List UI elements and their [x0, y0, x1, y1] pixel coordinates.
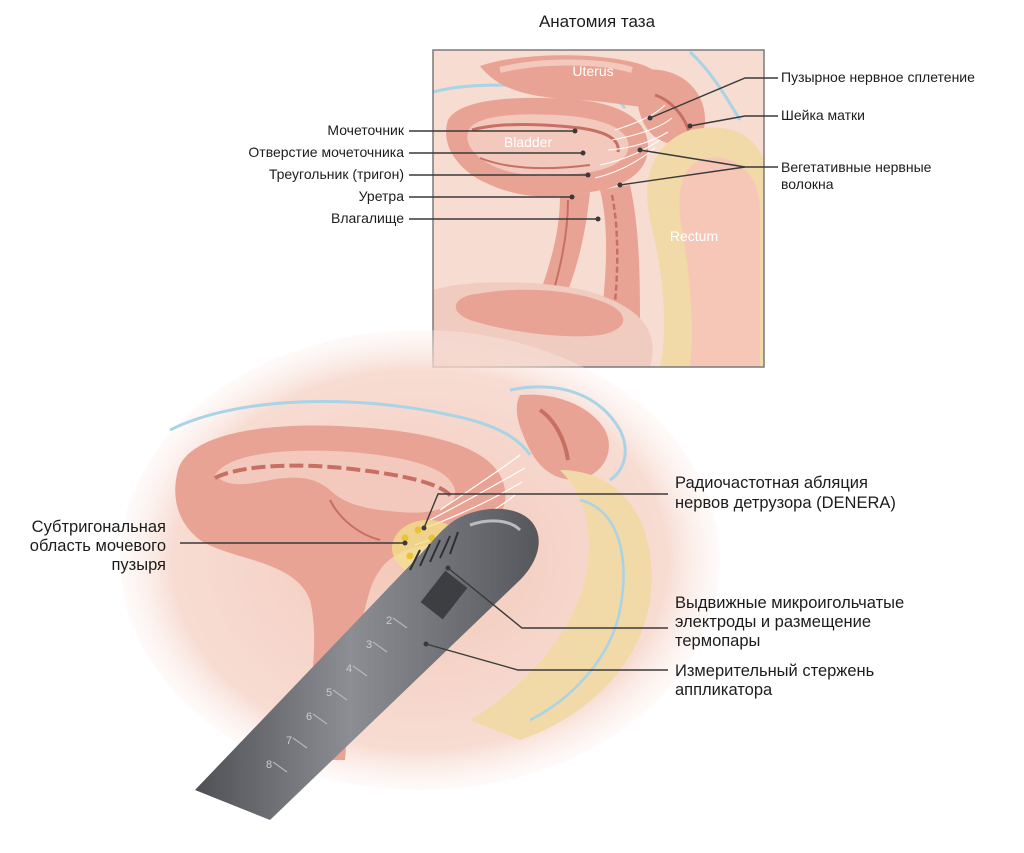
- label-ureter-orifice: Отверстие мочеточника: [248, 144, 404, 160]
- label-ureter: Мочеточник: [327, 122, 404, 138]
- bladder-label: Bladder: [504, 134, 553, 150]
- main-illustration: [120, 330, 720, 820]
- label-ablation-1: Радиочастотная абляция: [675, 474, 868, 492]
- inset-rectum: [647, 127, 764, 367]
- label-vesical-plexus: Пузырное нервное сплетение: [781, 69, 975, 85]
- inset-panel: [432, 49, 765, 368]
- label-shaft-2: аппликатора: [675, 681, 773, 699]
- label-electrodes-3: термопары: [675, 632, 761, 650]
- shaft-mark-3: 3: [366, 639, 372, 651]
- uterus-label: Uterus: [572, 63, 613, 79]
- shaft-mark-2: 2: [386, 615, 392, 627]
- applicator-probe: [195, 508, 539, 820]
- label-vagina: Влагалище: [330, 210, 404, 226]
- label-trigone: Треугольник (тригон): [268, 166, 404, 182]
- main-bladder: [175, 425, 506, 760]
- label-subtrigonal-2: область мочевого: [29, 537, 166, 555]
- label-subtrigonal-1: Субтригональная: [31, 518, 166, 536]
- shaft-mark-5: 5: [326, 687, 332, 699]
- label-electrodes-2: электроды и размещение: [675, 613, 872, 631]
- shaft-mark-7: 7: [286, 735, 292, 747]
- label-cervix: Шейка матки: [781, 107, 866, 123]
- label-autonomic-fibers-1: Вегетативные нервные: [781, 159, 932, 175]
- label-urethra: Уретра: [358, 188, 404, 204]
- label-subtrigonal-3: пузыря: [111, 556, 166, 574]
- inset-bladder: [446, 97, 649, 197]
- label-shaft-1: Измерительный стержень: [675, 662, 875, 680]
- shaft-mark-4: 4: [346, 663, 352, 675]
- inset-uterus: [480, 55, 671, 108]
- rectum-label: Rectum: [670, 228, 718, 244]
- leader-lines: [180, 77, 778, 671]
- label-ablation-2: нервов детрузора (DENERA): [675, 494, 896, 512]
- shaft-mark-6: 6: [306, 711, 312, 723]
- label-electrodes-1: Выдвижные микроигольчатые: [675, 594, 905, 612]
- shaft-mark-8: 8: [266, 759, 272, 771]
- label-autonomic-fibers-2: волокна: [781, 176, 834, 192]
- diagram-title: Анатомия таза: [538, 12, 656, 31]
